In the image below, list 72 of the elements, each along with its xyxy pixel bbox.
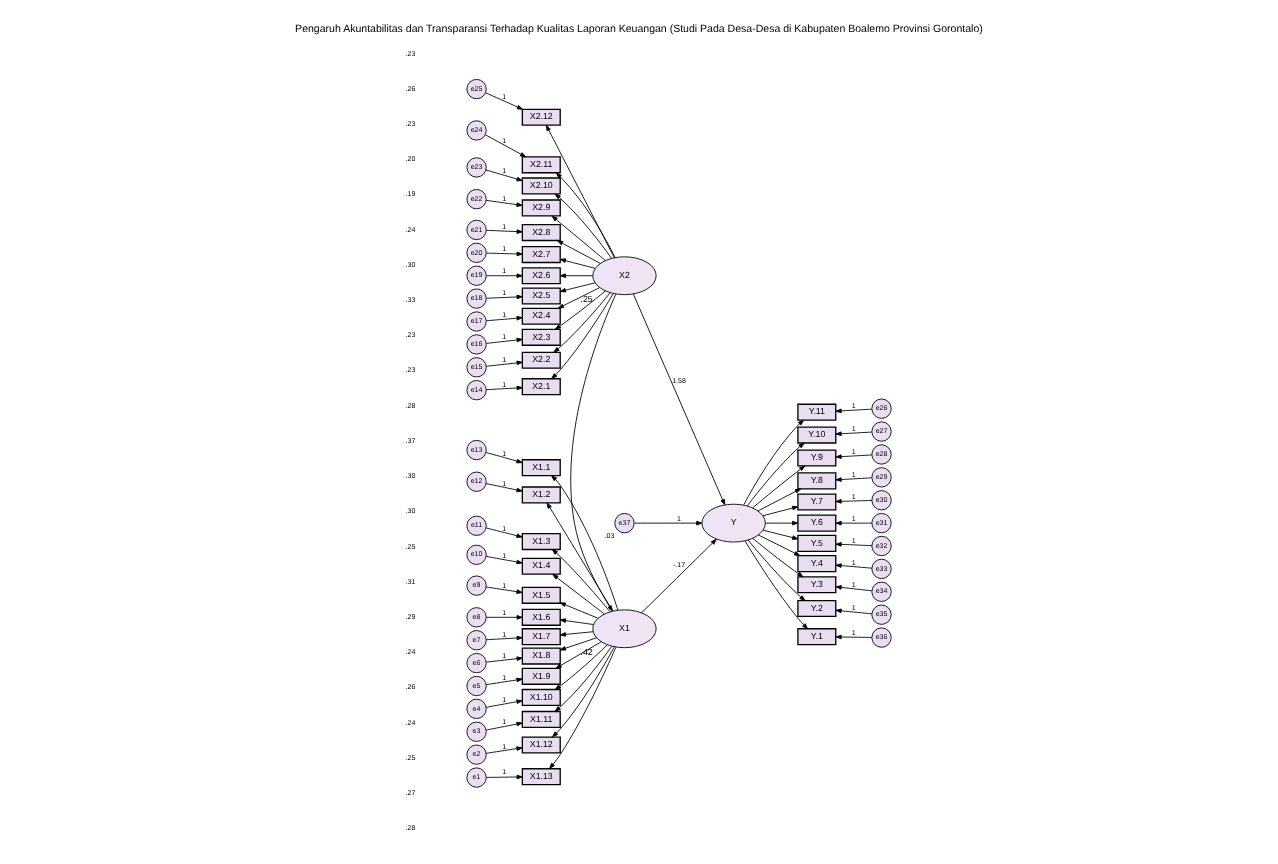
arrow [485,483,523,493]
arrow [835,477,873,482]
arrow [835,408,873,414]
arrow [641,538,717,614]
arrow [762,505,799,517]
arrow [486,656,523,663]
arrow [757,488,802,512]
arrow [552,574,605,615]
arrow [551,215,606,261]
arrow [835,585,873,592]
arrow [835,431,873,437]
arrow [555,172,616,258]
arrow [762,529,799,540]
arrow [486,774,523,780]
arrow [485,699,523,708]
arrow [485,134,527,158]
arrow [555,641,602,669]
arrow [559,273,594,278]
arrow [485,586,523,594]
arrow [485,199,523,207]
arrow [752,537,804,578]
arrow [485,169,523,182]
arrow [634,520,703,526]
arrow [554,290,606,330]
arrow [486,251,523,257]
arrow [835,520,873,526]
arrow [485,452,523,464]
arrow [559,282,596,293]
arrow [485,527,523,538]
arrow [486,635,523,641]
arrow [485,555,523,565]
arrow [551,293,614,379]
arrow [746,442,805,507]
arrow [486,229,523,234]
arrow [835,608,873,615]
arrow [554,645,613,712]
arrow [486,273,523,278]
arrow [752,465,806,509]
arrow [486,337,523,344]
arrow [559,631,594,637]
arrow [486,385,523,391]
arrow [486,315,523,322]
arrow [835,563,873,569]
arrow [485,677,523,686]
arrow [553,292,611,353]
arrow [486,615,523,620]
arrow [557,240,601,264]
arrow [554,644,608,690]
arrow [632,293,726,506]
arrow [557,287,600,309]
arrow [835,542,873,547]
arrow [485,746,523,754]
arrow [485,92,524,110]
arrow [486,294,523,300]
arrow [744,540,808,630]
arrow [743,419,805,506]
arrow [485,721,523,731]
arrow [835,454,873,459]
arrow [559,618,594,625]
arrow [552,646,615,738]
arrow [559,602,599,619]
arrow [835,634,873,640]
arrow [549,646,617,769]
arrow [545,124,615,258]
arrow [765,520,799,526]
arrow [747,539,806,601]
arrow [559,258,596,269]
arrow [486,360,523,367]
arrow [559,637,598,651]
arrow [758,534,801,557]
arrow [554,193,612,259]
arrow [835,499,873,504]
